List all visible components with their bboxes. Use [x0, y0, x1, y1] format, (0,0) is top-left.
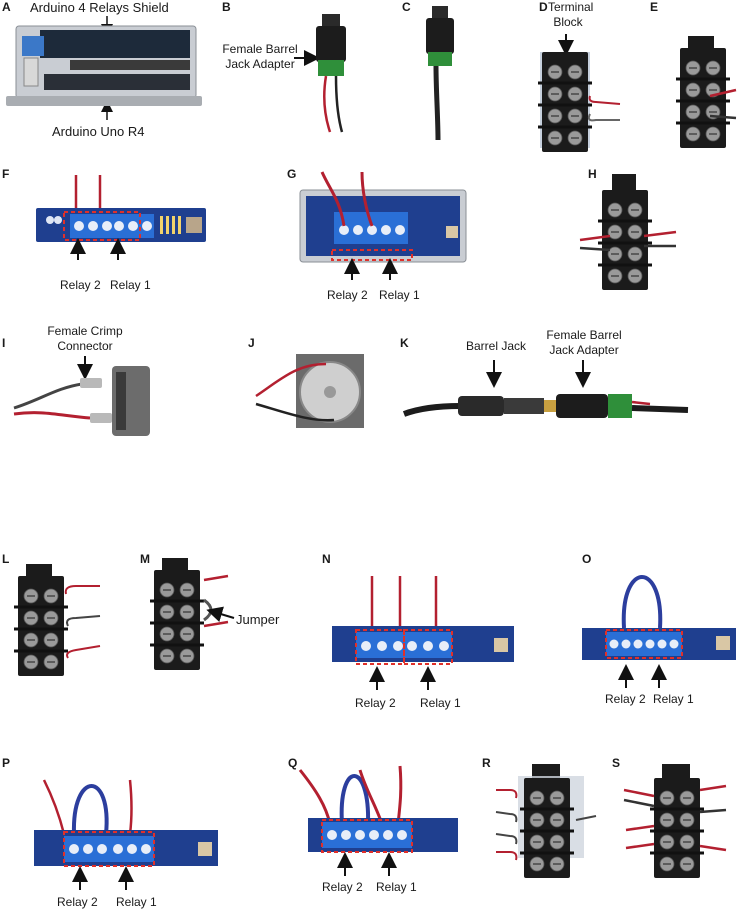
- label-line: Female Crimp: [47, 324, 123, 338]
- label-line: Female Barrel: [222, 42, 298, 56]
- barrel-adapter-image: [294, 14, 346, 133]
- barrel-adapter-label: Female Barrel Jack Adapter: [540, 328, 628, 358]
- barrel-jack-label: Barrel Jack: [466, 339, 527, 353]
- barrel-adapter-wired-image: [426, 6, 454, 141]
- jumper-label: Jumper: [236, 612, 280, 627]
- relay-1-label: Relay 1: [653, 692, 694, 706]
- motor-wired-image: [255, 354, 364, 428]
- panel-letter: F: [2, 167, 10, 181]
- panel-letter: S: [612, 756, 621, 770]
- panel-letter: O: [582, 552, 592, 566]
- label-line: Block: [553, 15, 583, 29]
- panel-letter: H: [588, 167, 597, 181]
- panel-letter: B: [222, 0, 231, 14]
- relay-2-label: Relay 2: [355, 696, 396, 710]
- panel-letter: R: [482, 756, 491, 770]
- relay-2-label: Relay 2: [605, 692, 646, 706]
- relay-1-label: Relay 1: [420, 696, 461, 710]
- label-line: Jack Adapter: [225, 57, 295, 71]
- relay-board-wires-image: [36, 175, 206, 260]
- relay-board-three-wires-image: [332, 576, 514, 690]
- panel-letter: P: [2, 756, 11, 770]
- terminal-block-jumper-image: [148, 558, 235, 672]
- relay-board-top-image: [299, 171, 467, 280]
- relay-board-jumper-wire-image: [34, 779, 218, 890]
- relay-1-label: Relay 1: [110, 278, 151, 292]
- terminal-block-two-wires-image: [579, 174, 677, 292]
- relay-1-label: Relay 1: [379, 288, 420, 302]
- panel-letter: G: [287, 167, 297, 181]
- terminal-block-label: Terminal Block: [548, 0, 593, 30]
- relay-2-label: Relay 2: [57, 895, 98, 909]
- panel-letter: A: [2, 0, 11, 14]
- label-line: Female Barrel: [546, 328, 622, 342]
- relay-1-label: Relay 1: [116, 895, 157, 909]
- relay-2-label: Relay 2: [322, 880, 363, 894]
- panel-letter: C: [402, 0, 411, 14]
- barrel-adapter-label: Female Barrel Jack Adapter: [222, 42, 298, 72]
- panel-letter: L: [2, 552, 10, 566]
- terminal-block-crimps-image: [495, 764, 597, 880]
- relay-board-complete-image: [298, 765, 458, 876]
- terminal-block-crimped-image: [12, 564, 101, 678]
- label-line: Terminal: [548, 0, 594, 14]
- terminal-block-image: [536, 34, 621, 154]
- panel-letter: K: [400, 336, 409, 350]
- label-line: Connector: [57, 339, 113, 353]
- shield-label: Arduino 4 Relays Shield: [30, 0, 169, 15]
- panel-letter: M: [140, 552, 150, 566]
- panel-letter: J: [248, 336, 255, 350]
- arduino-stack-image: [6, 16, 202, 120]
- relay-2-label: Relay 2: [60, 278, 101, 292]
- label-line: Jack Adapter: [549, 343, 619, 357]
- crimp-connector-label: Female Crimp Connector: [42, 324, 128, 354]
- relay-1-label: Relay 1: [376, 880, 417, 894]
- terminal-block-wired-image: [674, 36, 737, 150]
- panel-letter: I: [2, 336, 6, 350]
- panel-letter: Q: [288, 756, 298, 770]
- relay-2-label: Relay 2: [327, 288, 368, 302]
- barrel-jack-connection-image: [402, 360, 689, 418]
- relay-board-jumper-image: [582, 575, 736, 688]
- uno-label: Arduino Uno R4: [52, 124, 145, 139]
- panel-letter: D: [539, 0, 548, 14]
- crimp-connector-image: [13, 356, 150, 436]
- panel-letter: E: [650, 0, 659, 14]
- panel-letter: N: [322, 552, 331, 566]
